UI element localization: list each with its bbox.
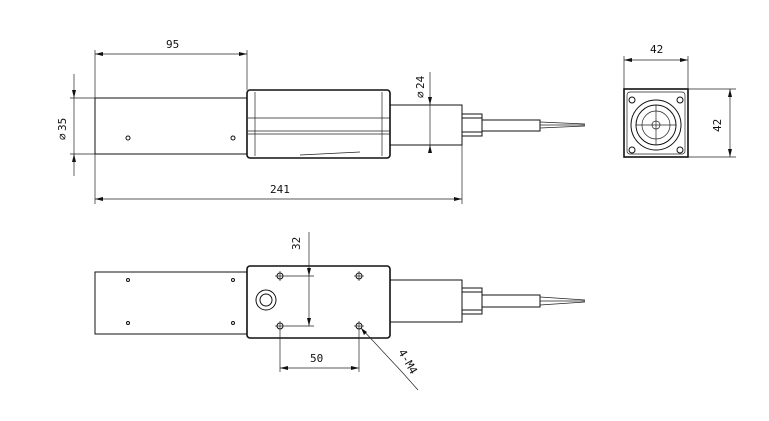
end-flange <box>623 88 689 158</box>
dim-42-width-label: 42 <box>650 43 663 56</box>
dim-95-label: 95 <box>166 38 179 51</box>
dim-50-label: 50 <box>310 352 323 365</box>
end-hole-bl <box>628 146 636 154</box>
plan-front-tube <box>389 279 463 323</box>
dim-dia24-symbol: ⌀ <box>414 91 427 98</box>
end-hole-tr <box>676 96 684 104</box>
end-hole-br <box>676 146 684 154</box>
plan-rear-body <box>94 271 248 335</box>
nose <box>461 113 483 137</box>
plan-view: 32 50 4-M4 <box>94 232 586 391</box>
dim-dia35-label: 35 <box>56 118 69 131</box>
cable-sleeve <box>481 119 541 132</box>
front-tube <box>389 104 463 146</box>
end-hole-tl <box>628 96 636 104</box>
flange-housing <box>246 89 391 159</box>
rear-body-screw <box>125 135 131 141</box>
end-bore-outer <box>630 99 682 151</box>
plan-cable-sleeve <box>481 294 541 308</box>
dim-42-height-label: 42 <box>711 119 724 132</box>
rear-body-screw-2 <box>230 135 236 141</box>
side-view: 95 241 ⌀ 35 ⌀ 24 <box>56 38 586 204</box>
dim-4m4-label: 4-M4 <box>395 347 420 377</box>
dim-dia35-symbol: ⌀ <box>56 133 69 140</box>
plan-flange <box>246 265 391 339</box>
plan-fitting <box>255 289 277 311</box>
dim-241-label: 241 <box>270 183 290 196</box>
end-view: 42 42 <box>623 43 736 158</box>
dim-32-label: 32 <box>290 237 303 250</box>
rear-body <box>94 97 248 155</box>
dim-dia24-label: 24 <box>414 75 427 89</box>
